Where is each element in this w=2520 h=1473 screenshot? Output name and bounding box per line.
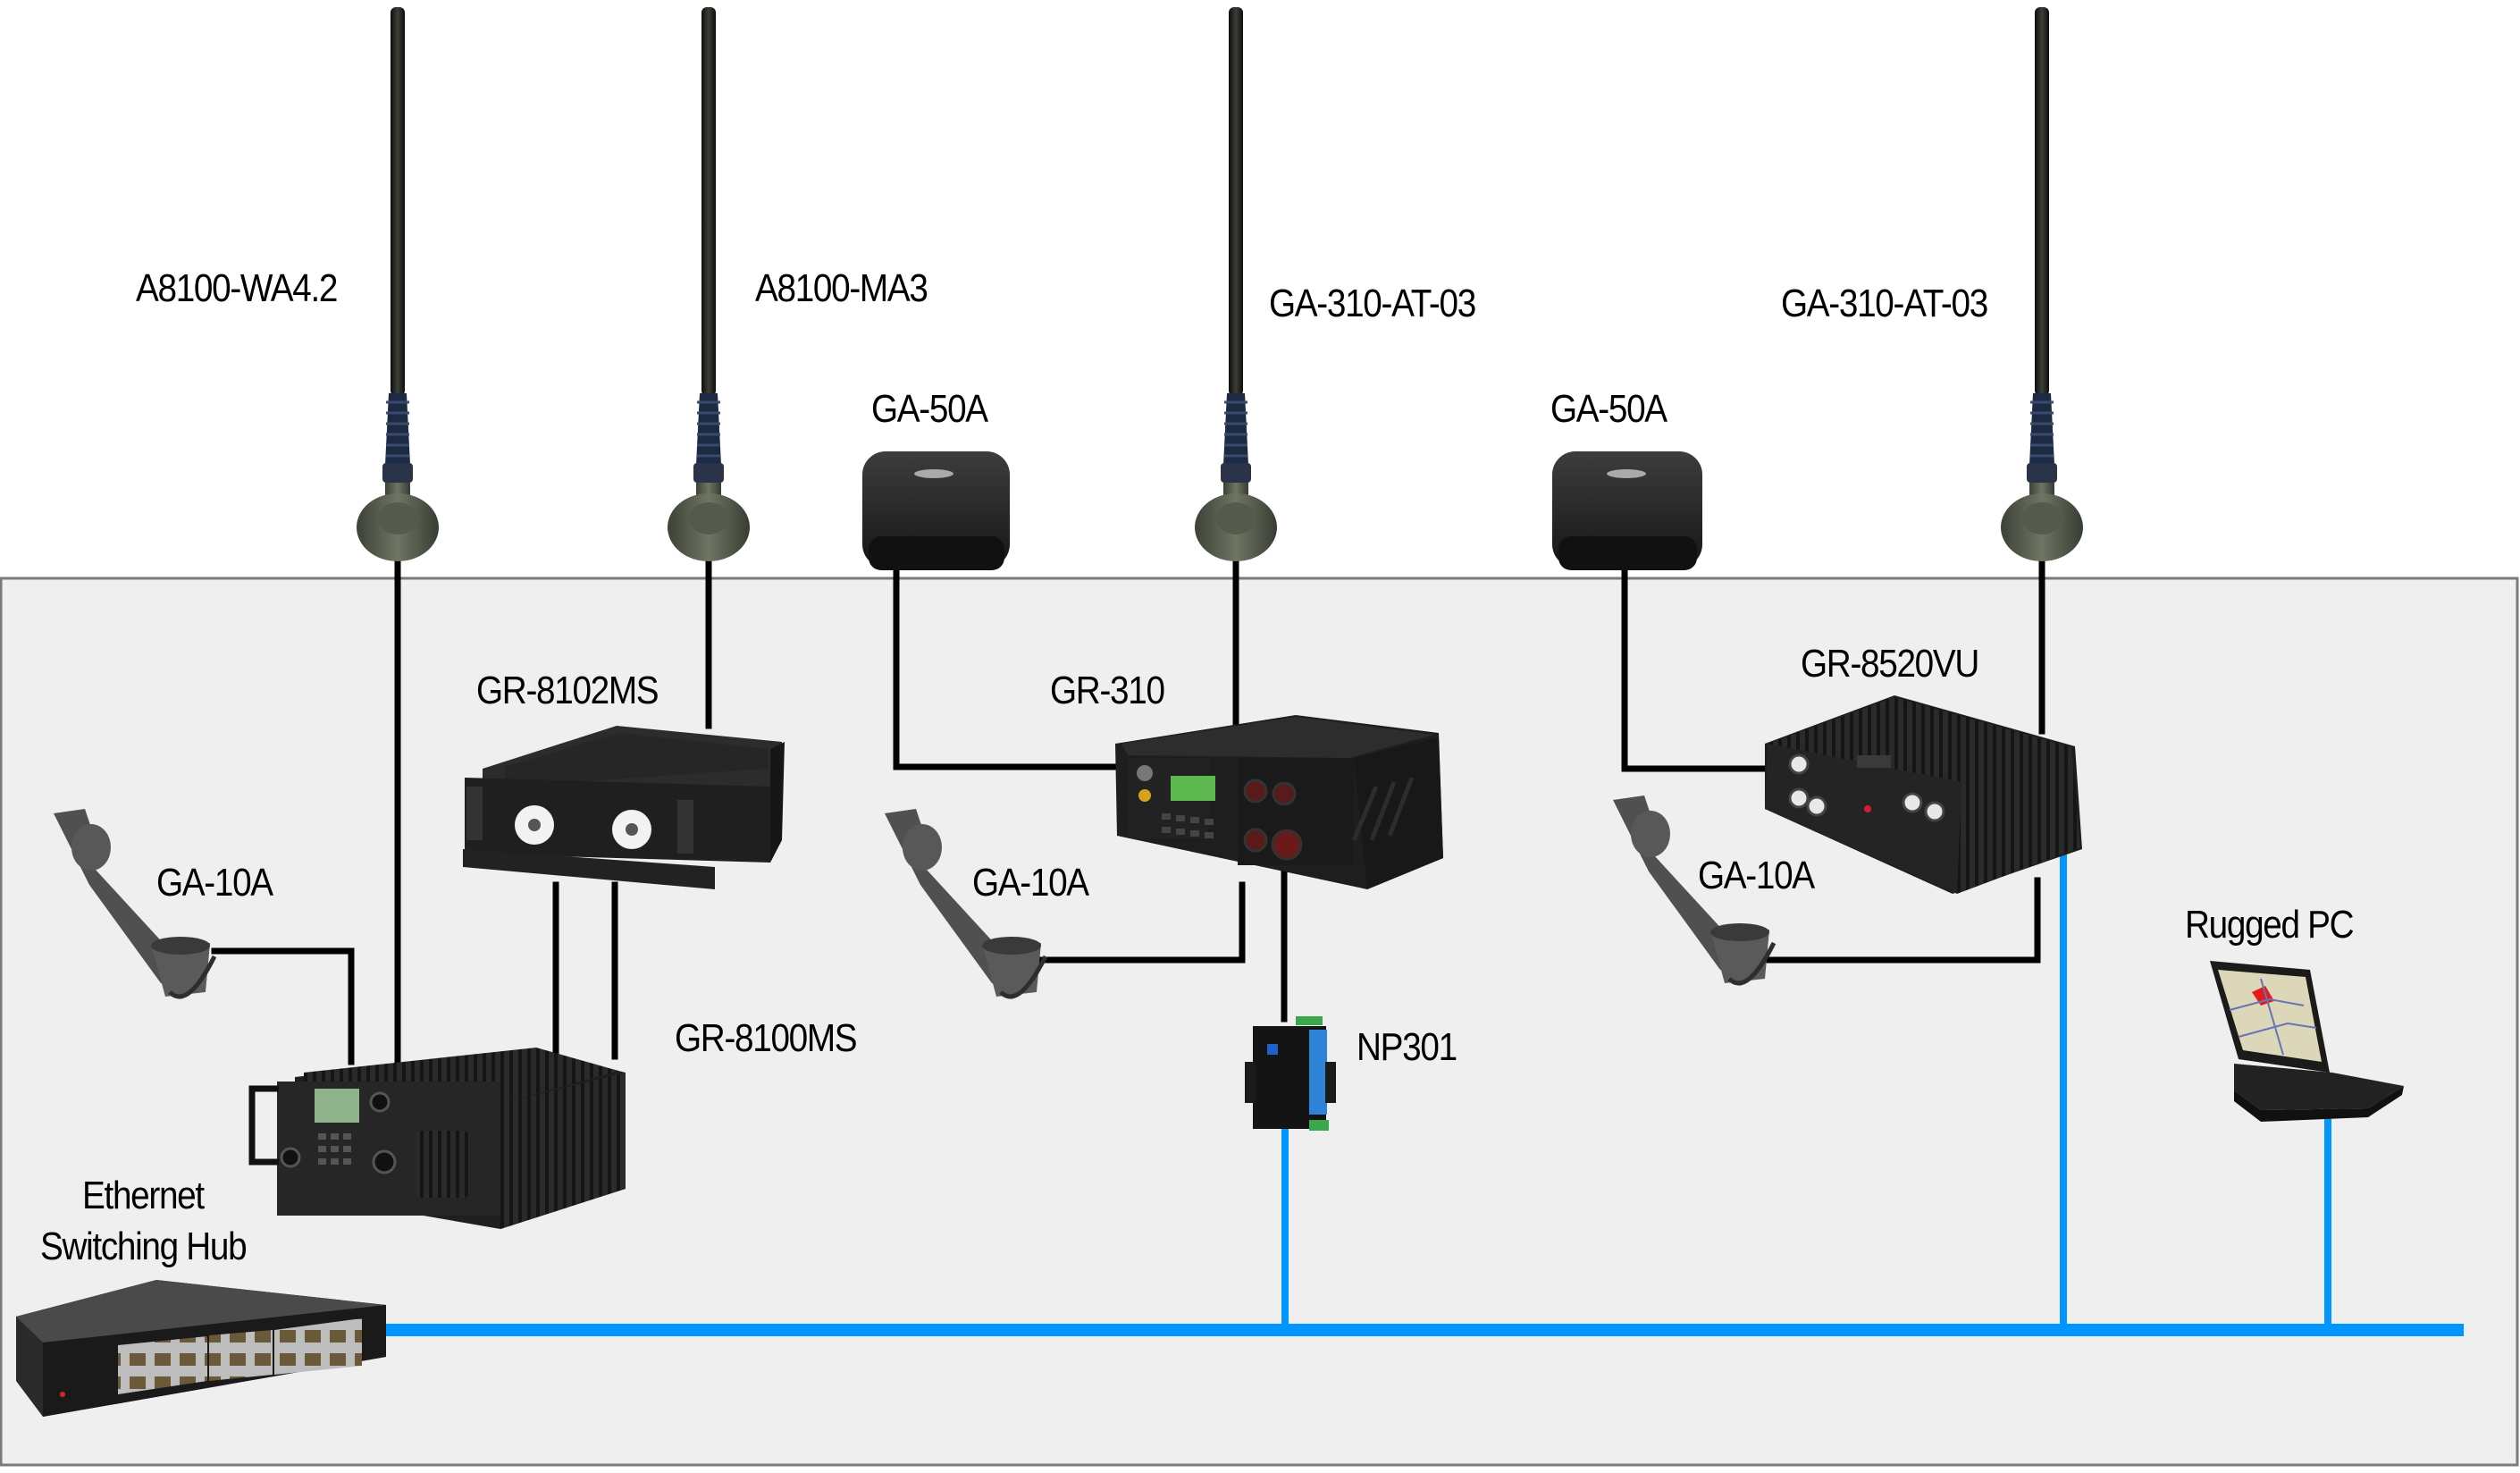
ethernet-wires (380, 815, 2464, 1336)
wire-handset3-gr8520vu (1761, 877, 2041, 964)
wire-gps2-gr8520vu (1621, 568, 1777, 772)
handset-label-ga-10a-b: GA-10A (972, 861, 1089, 905)
handset-label-ga-10a-c: GA-10A (1698, 854, 1815, 897)
device-label-np301: NP301 (1357, 1025, 1457, 1069)
whip-antenna-ant4 (2001, 7, 2083, 561)
wire-gps1-gr310 (893, 568, 1130, 770)
gps-label-ga-50a-a: GA-50A (871, 387, 988, 431)
device-label-rugged-pc: Rugged PC (2185, 903, 2355, 947)
whip-antenna-ant2 (668, 7, 750, 561)
device-label-hub-line1: Ethernet (82, 1174, 205, 1217)
whip-antenna-ant1 (357, 7, 439, 561)
rugged-pc-device (2210, 961, 2404, 1122)
device-label-hub-line2: Switching Hub (40, 1225, 248, 1268)
gr-310-device (1115, 715, 1443, 889)
antenna-label-a8100-ma3: A8100-MA3 (755, 266, 928, 310)
handset-hs3 (1613, 795, 1777, 986)
device-label-gr-8520vu: GR-8520VU (1801, 642, 1979, 686)
wire-handset2-gr310 (1033, 881, 1246, 964)
gps-antenna-2 (1552, 451, 1702, 570)
whip-antenna-ant3 (1195, 7, 1277, 561)
np301-device (1245, 1016, 1336, 1131)
gps-antenna-1 (862, 451, 1010, 570)
device-label-gr-8100ms: GR-8100MS (675, 1016, 858, 1060)
handset-hs1 (54, 809, 217, 999)
antenna-label-a8100-wa42: A8100-WA4.2 (136, 266, 338, 310)
wire-handset1-gr8100ms (211, 947, 355, 1065)
ethernet-switch-device (16, 1280, 386, 1417)
antenna-label-ga-310-at-03-a: GA-310-AT-03 (1269, 282, 1476, 325)
antenna-label-ga-310-at-03-b: GA-310-AT-03 (1781, 282, 1988, 325)
device-label-gr-310: GR-310 (1050, 669, 1165, 712)
device-label-gr-8102ms: GR-8102MS (476, 669, 659, 712)
handset-hs2 (885, 809, 1048, 999)
gr-8100ms-device (248, 1048, 626, 1229)
gps-label-ga-50a-b: GA-50A (1550, 387, 1667, 431)
gr-8520vu-device (1765, 695, 2082, 894)
handset-label-ga-10a-a: GA-10A (156, 861, 273, 905)
gr-8102ms-device (463, 726, 785, 889)
